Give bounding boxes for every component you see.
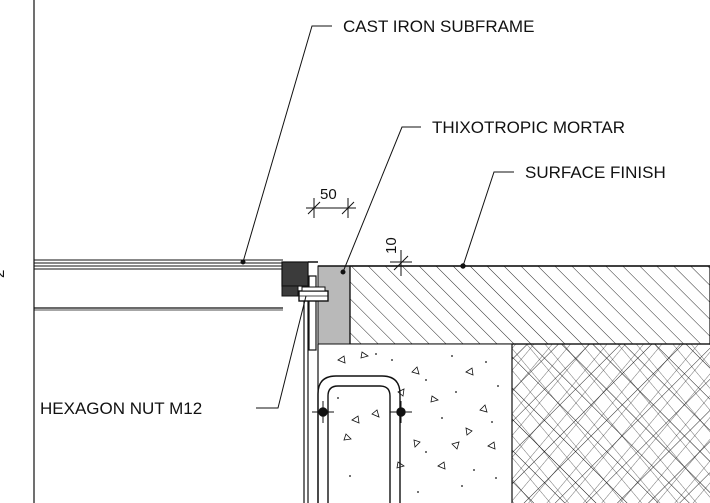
label-surface-finish: SURFACE FINISH [525,163,666,182]
leader-surface-finish [460,171,514,269]
dimension-10 [390,250,412,276]
label-cast-iron-subframe: CAST IRON SUBFRAME [343,17,534,36]
leader-thixotropic-mortar [340,126,421,275]
edge-dimension-fragment: 2 [0,270,8,278]
concrete-section [318,344,512,503]
grating-plate [34,259,283,311]
label-thixotropic-mortar: THIXOTROPIC MORTAR [432,118,625,137]
surface-finish-slab [349,265,710,345]
reinforcement-loop [312,375,412,503]
leader-hexagon-nut [256,295,307,409]
thixotropic-mortar-bed [317,265,351,345]
leader-cast-iron-subframe [240,25,332,265]
cast-iron-angle-frame [281,261,318,297]
dimension-50 [306,198,356,218]
dimension-10-label: 10 [383,237,400,254]
dimension-50-label: 50 [320,186,337,203]
anchor-bolt [298,275,329,351]
sub-base-crosshatch [511,343,710,503]
label-hexagon-nut: HEXAGON NUT M12 [40,399,202,418]
